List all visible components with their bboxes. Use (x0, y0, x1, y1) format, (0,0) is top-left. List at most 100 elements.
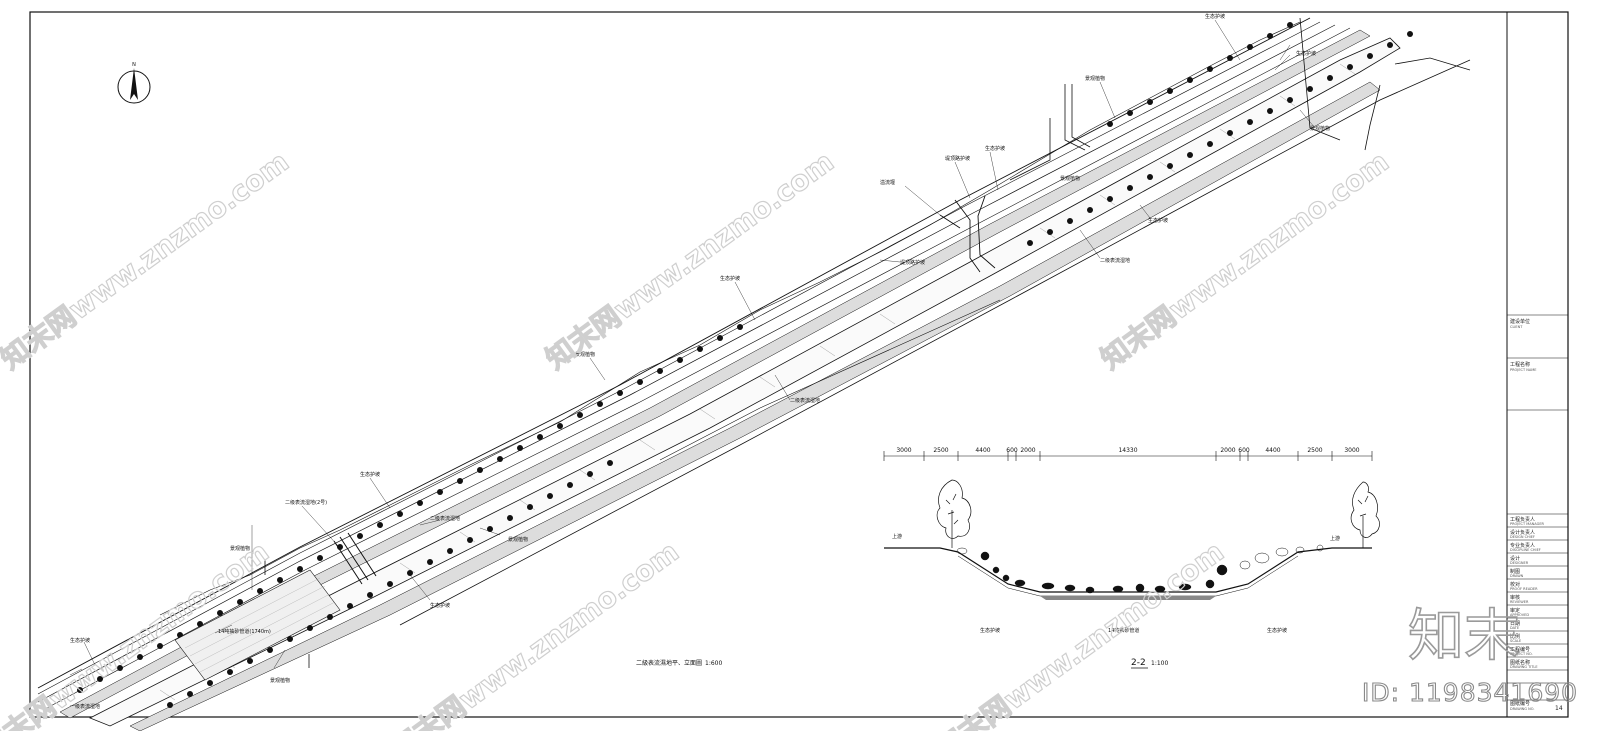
dimension-label: 14330 (1118, 447, 1137, 454)
tb-row-sub: SCALE (1510, 639, 1521, 643)
tb-project-en: PROJECT NAME (1510, 368, 1536, 372)
plan-label: 14吨抽砂管道(1740m) (218, 628, 271, 635)
tb-row-label: 图纸编号 (1510, 700, 1530, 707)
plan-label: 景观植物 (508, 536, 528, 543)
dimension-label: 2500 (1307, 447, 1322, 454)
plan-label: 一级表流湿地 (70, 703, 100, 710)
leader-lines (69, 19, 1316, 676)
tb-row-label: 审定 (1510, 607, 1520, 614)
channel-bed (1040, 596, 1216, 600)
section-bottom-center: 14吨抽砂管道 (1108, 627, 1139, 634)
tb-row-sub: DATE (1510, 626, 1519, 630)
plan-label: 景观植物 (1060, 175, 1080, 182)
tb-row-label: 制图 (1510, 568, 1520, 575)
plan-label: 生态护坡 (1296, 50, 1316, 57)
plan-label: 二级表流湿地(2号) (285, 499, 327, 506)
tb-row-label: 日期 (1510, 621, 1520, 627)
road-line (37, 24, 1336, 703)
plan-label: 生态护坡 (70, 637, 90, 644)
dimension-label: 4400 (1265, 447, 1280, 454)
drawing-frame (29, 11, 1569, 718)
plan-label: 景观植物 (270, 677, 290, 684)
hatch-lines (184, 577, 336, 673)
section-upstream-left: 上游 (892, 533, 902, 540)
plan-title: 二級表流濕地平、立面圖 (636, 659, 702, 667)
tb-row-label: 专业负责人 (1510, 542, 1535, 549)
north-arrow-icon: N (117, 62, 151, 104)
hatched-sand-zone (174, 569, 341, 681)
plan-labels: 生态护坡 二级表流湿地(2号) 景观植物 一级表流湿地 14吨抽砂管道(1740… (70, 13, 1330, 710)
tb-row-sub: REVIEWER (1510, 600, 1529, 604)
plan-view (37, 17, 1471, 731)
tb-client: 建设单位 (1510, 318, 1530, 325)
shrub-cluster (956, 544, 1324, 594)
section-marks (264, 560, 310, 668)
bridge (333, 532, 377, 585)
tb-row-sub: APPROVED (1510, 613, 1529, 617)
plan-label: 堤顶路护坡 (945, 155, 970, 162)
tb-client-en: CLIENT (1510, 325, 1523, 329)
section-bottom-left: 生态护坡 (980, 627, 1000, 634)
tree-icon (1350, 481, 1380, 548)
outer-levee-south (399, 59, 1471, 626)
weir-junction (939, 195, 996, 273)
watermark-text: 知末网www.znzmo.com (0, 145, 295, 376)
dimension-label: 2000 (1020, 447, 1035, 454)
plan-label: 景观植物 (1085, 75, 1105, 82)
watermark-id: ID: 1198341690 (1362, 678, 1578, 707)
tb-row-label: 图纸名称 (1510, 659, 1530, 666)
tb-row-sub: DISCIPLINE CHIEF (1510, 548, 1541, 552)
ground-profile-inner (957, 555, 1299, 597)
dimension-ticks (883, 451, 1373, 461)
dimension-label: 3000 (1344, 447, 1359, 454)
tb-project: 工程名称 (1510, 361, 1530, 368)
section-bottom-right: 生态护坡 (1267, 627, 1287, 634)
road-line-2 (44, 27, 1351, 710)
section-scale: 1:100 (1151, 660, 1168, 667)
tb-row-sub: DRAWING TITLE (1510, 665, 1538, 669)
svg-text:N: N (132, 62, 136, 68)
watermark-logo: 知末 (1408, 604, 1520, 669)
dimension-label: 3000 (896, 447, 911, 454)
plan-label: 生态护坡 (430, 602, 450, 609)
tree-row-south (167, 31, 1413, 708)
plan-label: 生态护坡 (720, 275, 740, 282)
dimension-label: 600 (1006, 447, 1018, 454)
tb-row-label: 审核 (1510, 594, 1520, 601)
tb-row-label: 校对 (1510, 581, 1520, 588)
tb-row-label: 工程负责人 (1510, 516, 1535, 523)
dimension-label: 600 (1238, 447, 1250, 454)
plan-label: 二级表流湿地 (1100, 257, 1130, 264)
title-block: 建设单位 CLIENT 工程名称 PROJECT NAME 工程负责人 PROJ… (1507, 314, 1568, 712)
plan-label: 二级表流湿地 (790, 397, 820, 404)
tb-row-sub: PROJECT MANAGER (1510, 522, 1545, 526)
wavy-boundary (159, 21, 1301, 616)
tb-row-sub: DESIGNER (1510, 561, 1529, 565)
tb-row-label: 工程编号 (1510, 646, 1530, 653)
tb-row-sub: DRAWN (1510, 574, 1524, 578)
plan-label: 二级表流湿地 (430, 515, 460, 522)
tree-icon (936, 479, 972, 548)
wetland-channel (89, 37, 1401, 727)
section-upstream-right: 上游 (1330, 535, 1340, 542)
tb-row-label: 比例 (1510, 633, 1520, 640)
tb-row-label: 设计负责人 (1510, 529, 1535, 536)
section-view: 3000 2500 4400 600 2000 14330 2000 600 4… (883, 447, 1380, 634)
tb-rows (1507, 526, 1568, 701)
dimension-labels: 3000 2500 4400 600 2000 14330 2000 600 4… (896, 447, 1359, 454)
tree-row-north (77, 22, 1293, 693)
plan-label: 生态护坡 (1205, 13, 1225, 20)
dimension-label: 4400 (975, 447, 990, 454)
plan-label: 生态护坡 (1148, 217, 1168, 224)
section-title: 2-2 (1131, 658, 1146, 668)
watermark-text: 知末网www.znzmo.com (930, 535, 1230, 731)
plan-label: 生态护坡 (985, 145, 1005, 152)
tb-row-sub: DESIGN CHIEF (1510, 535, 1535, 539)
plan-label: 堤顶路护坡 (900, 259, 925, 266)
plan-label: 景观植物 (230, 545, 250, 552)
plan-scale: 1:600 (705, 660, 722, 667)
stippled-bank-south (129, 81, 1381, 731)
plan-label: 景观植物 (575, 351, 595, 358)
tb-row-sub: PROJECT NO. (1510, 652, 1533, 656)
